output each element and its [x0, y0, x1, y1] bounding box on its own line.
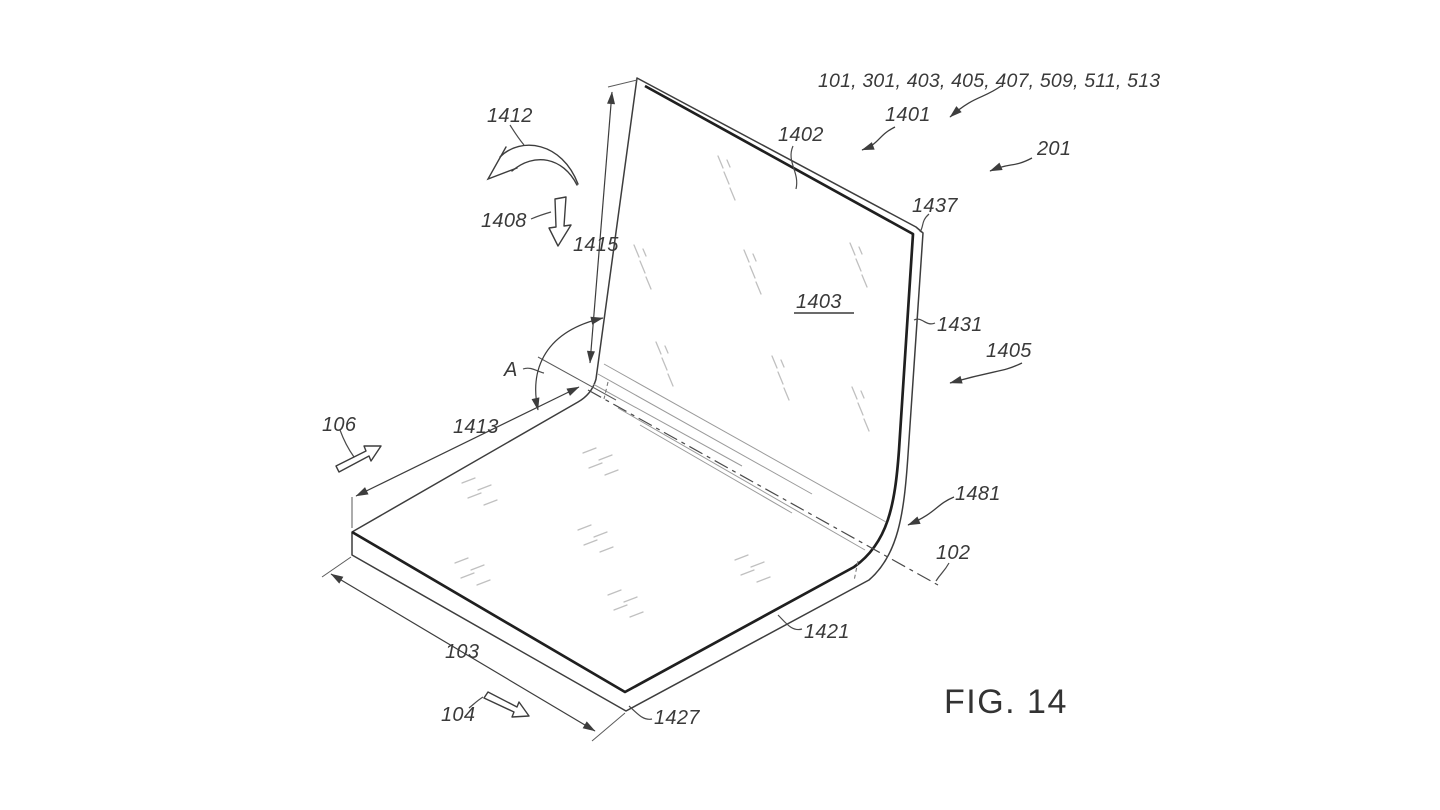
- device-face-edges: [351, 84, 915, 694]
- sparkle-mark: [849, 242, 868, 288]
- ref-label-1401: 1401: [885, 104, 931, 126]
- up-right-arrow-icon: [335, 445, 382, 473]
- ref-label-1408: 1408: [481, 210, 527, 232]
- sparkle-mark: [454, 557, 491, 586]
- leader-1437: [919, 213, 930, 233]
- leader-arrow-reference-list: [949, 85, 1002, 118]
- rotation-arrow-icon: [486, 144, 579, 186]
- ref-label-1437: 1437: [912, 195, 958, 217]
- sparkle-mark: [582, 447, 619, 476]
- angle-arc-A: [531, 316, 604, 411]
- ref-label-103: 103: [445, 641, 479, 663]
- ref-label-1413: 1413: [453, 416, 499, 438]
- arrow-leaders: [861, 85, 1033, 526]
- leader-lines: [339, 124, 950, 720]
- fold-crease-line: [597, 373, 813, 495]
- sparkle-mark: [655, 341, 674, 387]
- ref-label-1481: 1481: [955, 483, 1001, 505]
- extension-line: [321, 556, 352, 578]
- sparkle-mark: [851, 386, 870, 432]
- sparkle-mark: [771, 355, 790, 401]
- leader-arrow-1405: [949, 362, 1023, 384]
- ref-label-1412: 1412: [487, 105, 533, 127]
- dimension-line-1413: [355, 386, 580, 497]
- fold-tangent-tick: [603, 381, 609, 400]
- extension-line: [607, 79, 638, 88]
- fold-crease-line: [639, 424, 793, 514]
- reference-labels: 101, 301, 403, 405, 407, 509, 511, 513 1…: [322, 70, 1160, 729]
- leader-1431: [913, 318, 936, 325]
- dimension-line-1415: [586, 91, 616, 364]
- reference-list-label: 101, 301, 403, 405, 407, 509, 511, 513: [818, 70, 1160, 92]
- leader-104: [468, 696, 484, 709]
- ref-label-A: A: [503, 359, 518, 381]
- leader-arrow-1481: [907, 496, 955, 526]
- dimension-lines: [321, 79, 638, 742]
- leader-102: [935, 562, 950, 582]
- ref-label-1403: 1403: [796, 291, 842, 313]
- sparkle-mark: [743, 249, 762, 295]
- leader-1427: [628, 705, 653, 720]
- sparkle-mark: [461, 477, 498, 506]
- sparkle-mark: [607, 589, 644, 618]
- ref-label-201: 201: [1036, 138, 1071, 160]
- fold-crease-line: [603, 363, 887, 523]
- ref-label-1405: 1405: [986, 340, 1032, 362]
- fold-axis-extension-line: [537, 356, 617, 401]
- ref-label-102: 102: [936, 542, 970, 564]
- leader-A: [522, 367, 545, 374]
- fold-region: [537, 356, 939, 586]
- ref-label-1421: 1421: [804, 621, 850, 643]
- leader-arrow-1401: [861, 126, 896, 151]
- fold-tangent-tick: [853, 560, 859, 582]
- ref-label-1427: 1427: [654, 707, 700, 729]
- leader-1421: [777, 614, 803, 631]
- leader-106: [339, 429, 355, 458]
- down-arrow-icon: [548, 196, 572, 247]
- sparkle-mark: [734, 554, 771, 583]
- ref-label-104: 104: [441, 704, 475, 726]
- down-right-arrow-icon: [483, 691, 530, 718]
- leader-arrow-201: [989, 157, 1033, 172]
- dimension-line-103: [330, 573, 596, 732]
- ref-label-1402: 1402: [778, 124, 824, 146]
- ref-label-1415: 1415: [573, 234, 619, 256]
- direction-arrows: [335, 144, 579, 718]
- fold-crease-line: [592, 383, 743, 467]
- device-outer-contour: [351, 77, 924, 712]
- leader-1402: [790, 145, 798, 190]
- ref-label-106: 106: [322, 414, 357, 436]
- foldable-device-drawing: [351, 77, 924, 712]
- ref-label-1431: 1431: [937, 314, 983, 336]
- fold-axis-centerline: [587, 389, 939, 586]
- sparkle-mark: [717, 155, 736, 201]
- leader-1412: [509, 124, 525, 146]
- figure-caption: FIG. 14: [944, 683, 1068, 721]
- extension-line: [591, 712, 626, 742]
- sparkle-mark: [633, 244, 652, 290]
- fold-crease-line: [617, 407, 866, 551]
- sparkle-mark: [577, 524, 614, 553]
- leader-1408: [530, 211, 552, 220]
